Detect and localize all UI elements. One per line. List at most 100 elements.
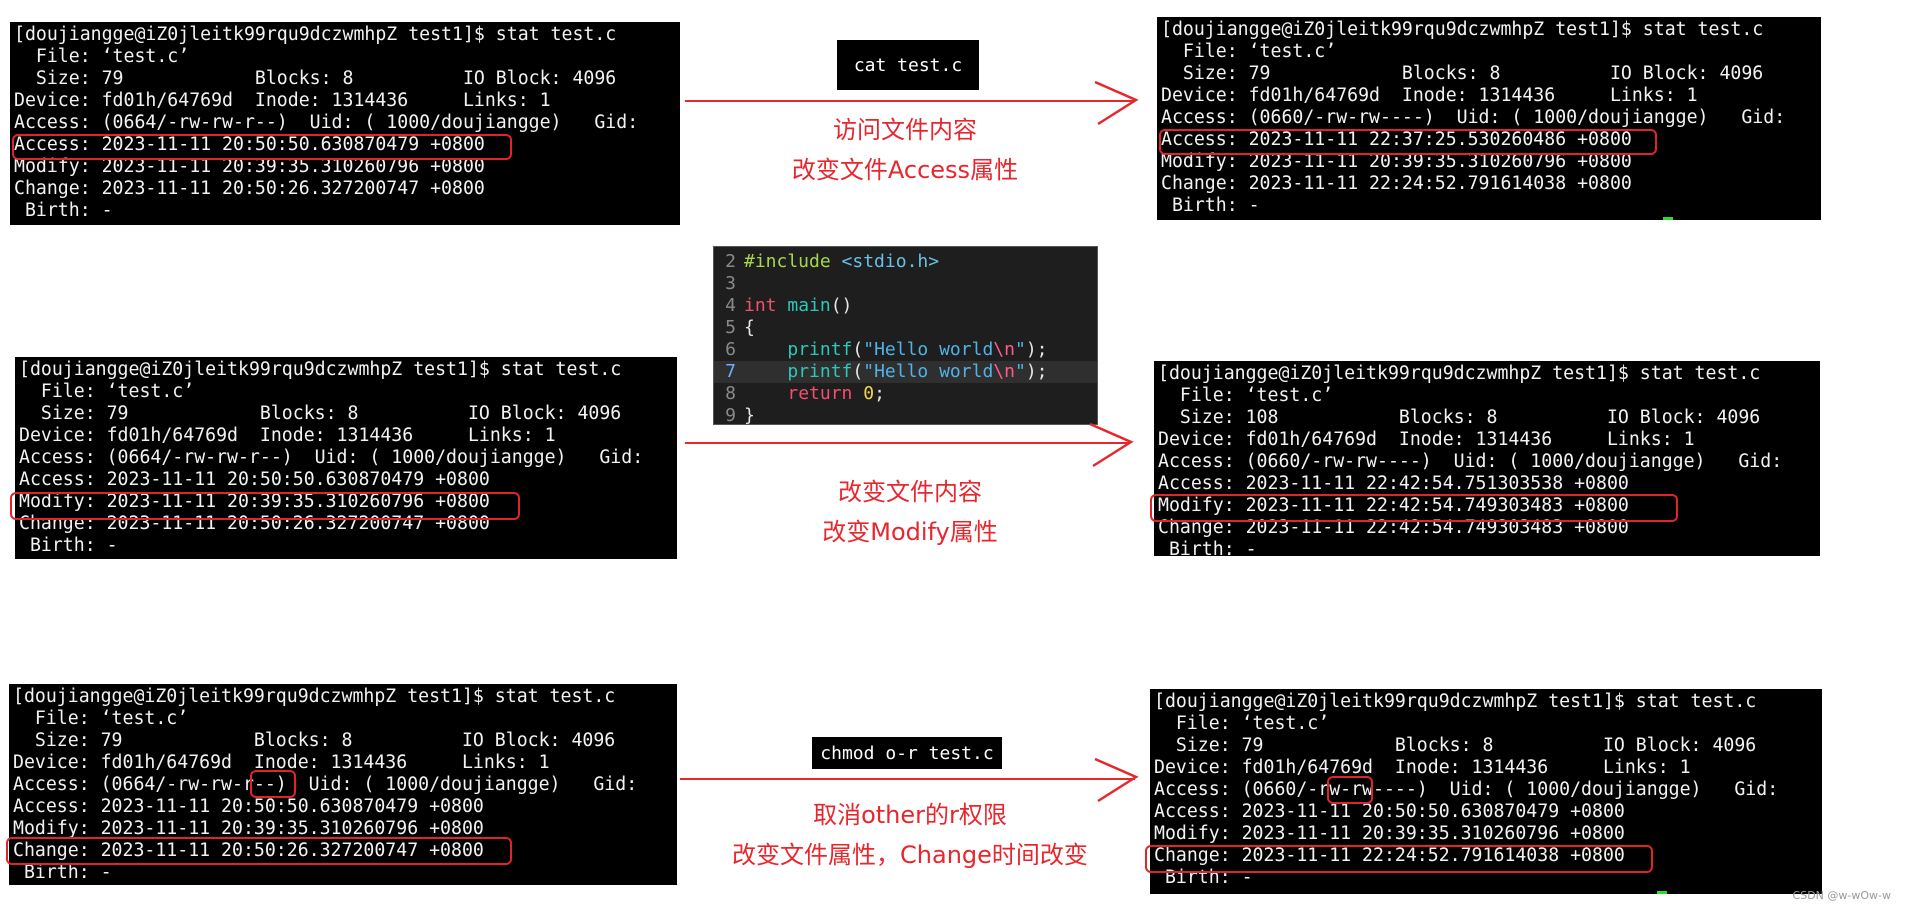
terminal-line: Access: 2023-11-11 22:37:25.530260486 +0…: [1161, 129, 1632, 150]
code-line: 6 printf("Hello world\n");: [714, 339, 1097, 361]
terminal-line: Change: 2023-11-11 20:50:26.327200747 +0…: [13, 840, 484, 861]
terminal-line: Modify: 2023-11-11 20:39:35.310260796 +0…: [1161, 151, 1632, 172]
terminal-line: Size: 79 Blocks: 8 IO Block: 4096: [1161, 63, 1764, 84]
terminal-line: Birth: -: [1154, 867, 1253, 888]
terminal-line: Modify: 2023-11-11 20:39:35.310260796 +0…: [13, 818, 484, 839]
code-token: printf: [787, 339, 853, 360]
terminal-line: Modify: 2023-11-11 20:39:35.310260796 +0…: [14, 156, 485, 177]
code-line: 5{: [714, 317, 1097, 339]
terminal-line: Change: 2023-11-11 22:24:52.791614038 +0…: [1154, 845, 1625, 866]
terminal-stat-before-access: [doujiangge@iZ0jleitk99rqu9dczwmhpZ test…: [10, 22, 680, 225]
line-number: 6: [725, 339, 736, 360]
code-token: {: [744, 317, 755, 338]
terminal-line: [doujiangge@iZ0jleitk99rqu9dczwmhpZ test…: [1154, 691, 1757, 712]
terminal-line: Device: fd01h/64769d Inode: 1314436 Link…: [13, 752, 550, 773]
code-token: return: [787, 383, 864, 404]
terminal-line: Access: (0660/-rw-rw----) Uid: ( 1000/do…: [1158, 451, 1783, 472]
arrow-modify: [685, 442, 1130, 444]
terminal-line: Size: 79 Blocks: 8 IO Block: 4096: [1154, 735, 1757, 756]
watermark: CSDN @w-wOw-w: [1792, 889, 1891, 902]
note-access-1: 访问文件内容: [833, 116, 977, 144]
line-number: 5: [725, 317, 736, 338]
code-token: int: [744, 295, 788, 316]
code-token: \n: [993, 339, 1015, 360]
terminal-line: Size: 79 Blocks: 8 IO Block: 4096: [14, 68, 617, 89]
terminal-cursor: [1657, 891, 1667, 894]
terminal-line: Birth: -: [1158, 539, 1257, 556]
code-token: ": [1014, 361, 1026, 382]
terminal-line: Change: 2023-11-11 22:42:54.749303483 +0…: [1158, 517, 1629, 538]
terminal-line: Birth: -: [14, 200, 113, 221]
terminal-line: Change: 2023-11-11 22:24:52.791614038 +0…: [1161, 173, 1632, 194]
note-change-1: 取消other的r权限: [813, 801, 1007, 829]
code-token: (): [830, 295, 853, 316]
code-token: \n: [993, 361, 1015, 382]
code-token: (: [852, 339, 864, 360]
terminal-line: Change: 2023-11-11 20:50:26.327200747 +0…: [14, 178, 485, 199]
terminal-stat-after-modify: [doujiangge@iZ0jleitk99rqu9dczwmhpZ test…: [1154, 361, 1820, 556]
terminal-line: Device: fd01h/64769d Inode: 1314436 Link…: [1154, 757, 1691, 778]
terminal-line: Device: fd01h/64769d Inode: 1314436 Link…: [1161, 85, 1698, 106]
arrow-head-icon: [1094, 757, 1139, 803]
code-token: main: [787, 295, 831, 316]
code-token: [744, 361, 787, 382]
terminal-line: File: ‘test.c’: [14, 46, 190, 67]
code-token: 0: [863, 383, 875, 404]
line-number: 2: [725, 251, 736, 272]
terminal-stat-after-change: [doujiangge@iZ0jleitk99rqu9dczwmhpZ test…: [1150, 689, 1822, 894]
code-line: 2#include <stdio.h>: [714, 251, 1097, 273]
terminal-line: Birth: -: [1161, 195, 1260, 216]
arrow-access: [685, 100, 1135, 102]
note-modify-1: 改变文件内容: [838, 478, 982, 506]
line-number: 9: [725, 405, 736, 426]
line-number: 7: [725, 361, 736, 382]
terminal-line: Device: fd01h/64769d Inode: 1314436 Link…: [19, 425, 556, 446]
code-token: );: [1025, 361, 1048, 382]
terminal-line: Change: 2023-11-11 20:50:26.327200747 +0…: [19, 513, 490, 534]
terminal-line: Access: (0664/-rw-rw-r--) Uid: ( 1000/do…: [14, 112, 639, 133]
terminal-line: File: ‘test.c’: [1161, 41, 1337, 62]
terminal-line: Access: 2023-11-11 20:50:50.630870479 +0…: [19, 469, 490, 490]
code-token: "Hello world: [863, 339, 994, 360]
code-token: [744, 339, 787, 360]
line-number: 3: [725, 273, 736, 294]
code-token: #include: [744, 251, 842, 272]
terminal-line: [doujiangge@iZ0jleitk99rqu9dczwmhpZ test…: [13, 686, 616, 707]
terminal-cursor: [1663, 217, 1673, 220]
note-access-2: 改变文件Access属性: [791, 156, 1019, 184]
terminal-line: Device: fd01h/64769d Inode: 1314436 Link…: [14, 90, 551, 111]
terminal-line: Access: 2023-11-11 22:42:54.751303538 +0…: [1158, 473, 1629, 494]
terminal-line: [doujiangge@iZ0jleitk99rqu9dczwmhpZ test…: [1161, 19, 1764, 40]
terminal-line: Birth: -: [13, 862, 112, 883]
code-line: 8 return 0;: [714, 383, 1097, 405]
code-line: 9}: [714, 405, 1097, 427]
arrow-head-icon: [1094, 80, 1139, 126]
terminal-line: File: ‘test.c’: [1158, 385, 1334, 406]
code-token: (: [852, 361, 864, 382]
arrow-change: [680, 778, 1135, 780]
terminal-line: [doujiangge@iZ0jleitk99rqu9dczwmhpZ test…: [1158, 363, 1761, 384]
terminal-line: File: ‘test.c’: [13, 708, 189, 729]
terminal-line: Access: 2023-11-11 20:50:50.630870479 +0…: [13, 796, 484, 817]
terminal-line: Modify: 2023-11-11 22:42:54.749303483 +0…: [1158, 495, 1629, 516]
code-token: }: [744, 405, 755, 426]
terminal-stat-before-modify: [doujiangge@iZ0jleitk99rqu9dczwmhpZ test…: [15, 357, 677, 559]
terminal-line: File: ‘test.c’: [19, 381, 195, 402]
terminal-line: Modify: 2023-11-11 20:39:35.310260796 +0…: [19, 491, 490, 512]
terminal-line: Birth: -: [19, 535, 118, 556]
terminal-line: Access: (0660/-rw-rw----) Uid: ( 1000/do…: [1154, 779, 1779, 800]
note-change-2: 改变文件属性，Change时间改变: [732, 841, 1088, 869]
terminal-line: [doujiangge@iZ0jleitk99rqu9dczwmhpZ test…: [19, 359, 622, 380]
code-token: [744, 383, 787, 404]
command-label-chmod: chmod o-r test.c: [812, 737, 1002, 769]
arrow-head-icon: [1089, 422, 1134, 468]
terminal-stat-before-change: [doujiangge@iZ0jleitk99rqu9dczwmhpZ test…: [9, 684, 677, 885]
terminal-line: Access: (0660/-rw-rw----) Uid: ( 1000/do…: [1161, 107, 1786, 128]
terminal-line: Access: 2023-11-11 20:50:50.630870479 +0…: [1154, 801, 1625, 822]
code-token: ;: [874, 383, 885, 404]
code-line: 3: [714, 273, 1097, 295]
terminal-line: Access: (0664/-rw-rw-r--) Uid: ( 1000/do…: [19, 447, 644, 468]
terminal-stat-after-access: [doujiangge@iZ0jleitk99rqu9dczwmhpZ test…: [1157, 17, 1821, 220]
line-number: 8: [725, 383, 736, 404]
